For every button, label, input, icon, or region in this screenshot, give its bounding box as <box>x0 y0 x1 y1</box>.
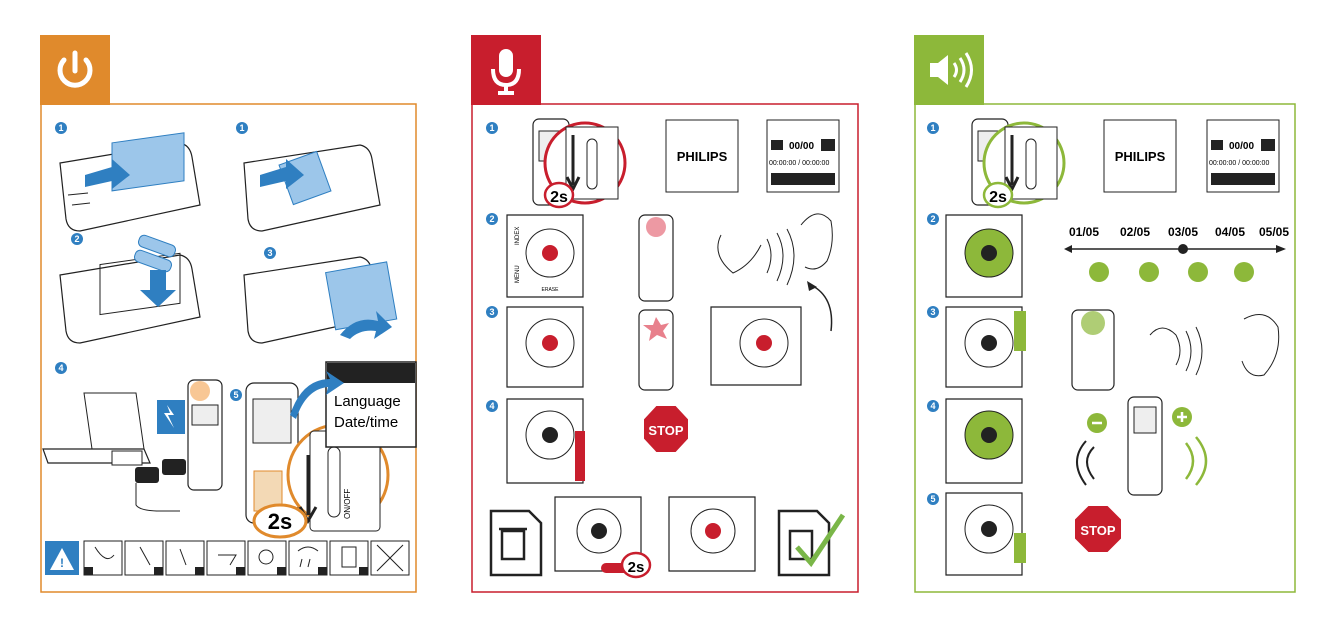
svg-text:4: 4 <box>58 363 63 373</box>
svg-text:2s: 2s <box>268 509 292 534</box>
record-panel: 1 2s PHILIPS 00/00 00:00:00 / 00:00:00 2… <box>471 35 859 593</box>
svg-text:5: 5 <box>233 390 238 400</box>
svg-text:PHILIPS: PHILIPS <box>677 149 728 164</box>
svg-text:2: 2 <box>930 214 935 224</box>
svg-text:ON/OFF: ON/OFF <box>343 489 352 519</box>
svg-text:2s: 2s <box>989 189 1007 206</box>
svg-text:1: 1 <box>489 123 494 133</box>
svg-text:00/00: 00/00 <box>789 141 814 152</box>
svg-text:ERASE: ERASE <box>542 287 560 293</box>
erase-row: 2s <box>491 497 843 577</box>
svg-text:MENU: MENU <box>515 265 521 283</box>
svg-text:3: 3 <box>267 248 272 258</box>
svg-text:INDEX: INDEX <box>515 227 521 245</box>
svg-text:1: 1 <box>930 123 935 133</box>
record-panel-art: 1 2s PHILIPS 00/00 00:00:00 / 00:00:00 2… <box>471 35 859 593</box>
svg-text:2s: 2s <box>550 189 568 206</box>
svg-text:2s: 2s <box>628 559 645 576</box>
svg-text:3: 3 <box>930 307 935 317</box>
svg-text:2: 2 <box>74 234 79 244</box>
svg-text:Language: Language <box>334 393 401 410</box>
svg-text:00/00: 00/00 <box>1229 141 1254 152</box>
svg-text:02/05: 02/05 <box>1120 225 1150 239</box>
svg-text:Date/time: Date/time <box>334 414 398 431</box>
step-5: 5 ON/OFF 2s Language Date/time <box>230 362 416 537</box>
warning-row: ! <box>45 541 409 575</box>
svg-text:2: 2 <box>489 214 494 224</box>
svg-text:5: 5 <box>930 494 935 504</box>
svg-text:PHILIPS: PHILIPS <box>1115 149 1166 164</box>
step-1a: 1 <box>55 122 200 231</box>
record-pad-2: INDEX MENU ERASE <box>507 215 583 297</box>
svg-text:00:00:00 / 00:00:00: 00:00:00 / 00:00:00 <box>1209 160 1269 167</box>
power-panel: 1 1 2 3 <box>40 35 417 593</box>
svg-text:05/05: 05/05 <box>1259 225 1289 239</box>
power-panel-art: 1 1 2 3 <box>40 35 417 593</box>
svg-text:STOP: STOP <box>1080 523 1115 538</box>
svg-text:04/05: 04/05 <box>1215 225 1245 239</box>
playback-panel-art: 1 2s PHILIPS 00/00 00:00:00 / 00:00:00 2… <box>914 35 1296 593</box>
step-1b: 1 <box>236 122 380 231</box>
svg-text:4: 4 <box>930 401 935 411</box>
svg-text:00:00:00 / 00:00:00: 00:00:00 / 00:00:00 <box>769 160 829 167</box>
svg-text:1: 1 <box>58 123 63 133</box>
step-4: 4 <box>43 362 222 511</box>
svg-text:01/05: 01/05 <box>1069 225 1099 239</box>
svg-text:1: 1 <box>239 123 244 133</box>
svg-text:STOP: STOP <box>648 423 683 438</box>
playback-panel: 1 2s PHILIPS 00/00 00:00:00 / 00:00:00 2… <box>914 35 1296 593</box>
svg-text:03/05: 03/05 <box>1168 225 1198 239</box>
step-2: 2 <box>60 233 200 343</box>
svg-text:4: 4 <box>489 401 494 411</box>
svg-text:!: ! <box>60 556 64 570</box>
step-3: 3 <box>244 247 397 343</box>
svg-text:3: 3 <box>489 307 494 317</box>
